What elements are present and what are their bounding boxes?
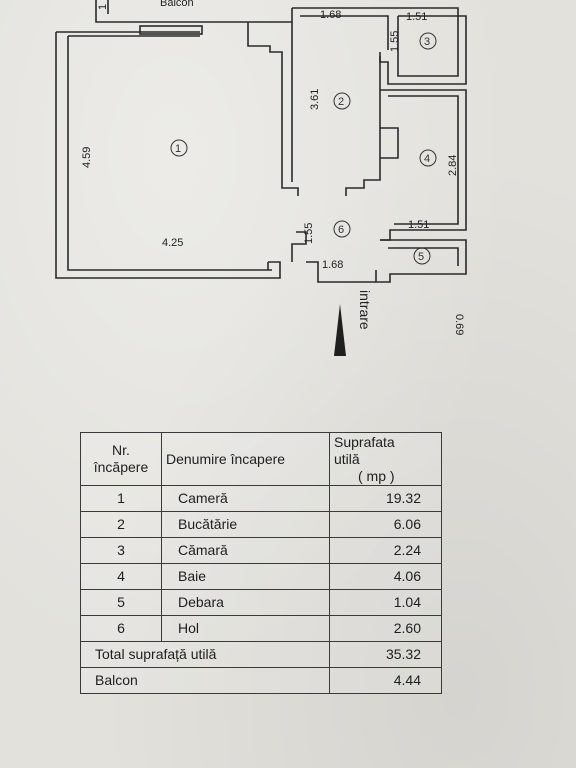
total-row: Total suprafață utilă 35.32	[80, 641, 442, 668]
table-row: 3 Cămară 2.24	[80, 537, 442, 564]
room-marker-1: 1	[175, 143, 181, 155]
entrance-label: intrare	[357, 290, 373, 330]
entrance-arrow-icon	[334, 304, 346, 356]
dim-room2-height: 3.61	[309, 89, 321, 110]
cell-nr: 1	[80, 485, 162, 512]
balcony-label-plan: Balcon	[160, 0, 194, 9]
cell-nr: 2	[80, 511, 162, 538]
cell-nr: 5	[80, 589, 162, 616]
room-marker-4-circle	[419, 149, 437, 167]
balcony-tick-label: 1	[97, 4, 109, 10]
room-marker-6-circle	[333, 220, 351, 238]
room-marker-4: 4	[424, 153, 430, 165]
header-area-line2: ( mp )	[358, 467, 395, 484]
room-marker-3-circle	[419, 32, 437, 50]
dim-room1-height: 4.59	[81, 147, 93, 168]
total-value: 35.32	[329, 641, 442, 668]
header-nr: Nr. încăpere	[80, 432, 162, 486]
room-marker-5-circle	[413, 247, 431, 265]
floor-plan: 1.68 1.51 1.55 3.61 4.59 4.25 2.84 1.51 …	[55, 0, 467, 356]
room-marker-5: 5	[418, 251, 424, 263]
dim-room3-height: 1.55	[389, 31, 401, 52]
cell-nr: 6	[80, 615, 162, 642]
table-row: 2 Bucătărie 6.06	[80, 511, 442, 538]
cell-area: 2.60	[329, 615, 442, 642]
header-area: Suprafata utilă ( mp )	[329, 432, 442, 486]
dim-room4-height: 2.84	[447, 155, 459, 176]
room-marker-6: 6	[338, 224, 344, 236]
cell-name: Hol	[161, 615, 330, 642]
table-row: 1 Cameră 19.32	[80, 485, 442, 512]
dim-room2-top-width: 1.68	[320, 9, 341, 21]
walls	[55, 0, 467, 283]
room-area-table: Nr. încăpere Denumire încapere Suprafata…	[80, 432, 442, 694]
dim-room6-height: 1.55	[303, 223, 315, 244]
table-row: 4 Baie 4.06	[80, 563, 442, 590]
dim-room5-width: 1.51	[408, 219, 429, 231]
cell-area: 4.06	[329, 563, 442, 590]
cell-name: Debara	[161, 589, 330, 616]
table-row: 5 Debara 1.04	[80, 589, 442, 616]
dim-room3-width: 1.51	[406, 11, 427, 23]
room-marker-2: 2	[338, 96, 344, 108]
total-label: Total suprafață utilă	[80, 641, 330, 668]
table-row: 6 Hol 2.60	[80, 615, 442, 642]
header-nr-line1: Nr.	[112, 442, 130, 458]
cell-name: Bucătărie	[161, 511, 330, 538]
balcony-value: 4.44	[329, 667, 442, 694]
cell-area: 1.04	[329, 589, 442, 616]
cell-nr: 4	[80, 563, 162, 590]
room-marker-1-circle	[170, 139, 188, 157]
balcony-row: Balcon 4.44	[80, 667, 442, 694]
cell-area: 19.32	[329, 485, 442, 512]
cell-name: Cămară	[161, 537, 330, 564]
table-header-row: Nr. încăpere Denumire încapere Suprafata…	[80, 432, 442, 486]
cell-area: 2.24	[329, 537, 442, 564]
cell-name: Cameră	[161, 485, 330, 512]
room-marker-2-circle	[333, 92, 351, 110]
dim-room6-width: 1.68	[322, 259, 343, 271]
dim-room5-depth: 0.69	[453, 314, 465, 335]
room-markers	[170, 32, 437, 265]
room-marker-3: 3	[424, 36, 430, 48]
header-area-line1: Suprafata utilă	[334, 433, 395, 467]
header-name: Denumire încapere	[161, 432, 330, 486]
cell-area: 6.06	[329, 511, 442, 538]
header-nr-line2: încăpere	[93, 459, 149, 475]
cell-nr: 3	[80, 537, 162, 564]
balcony-label: Balcon	[80, 667, 330, 694]
cell-name: Baie	[161, 563, 330, 590]
dim-room1-width: 4.25	[162, 237, 183, 249]
